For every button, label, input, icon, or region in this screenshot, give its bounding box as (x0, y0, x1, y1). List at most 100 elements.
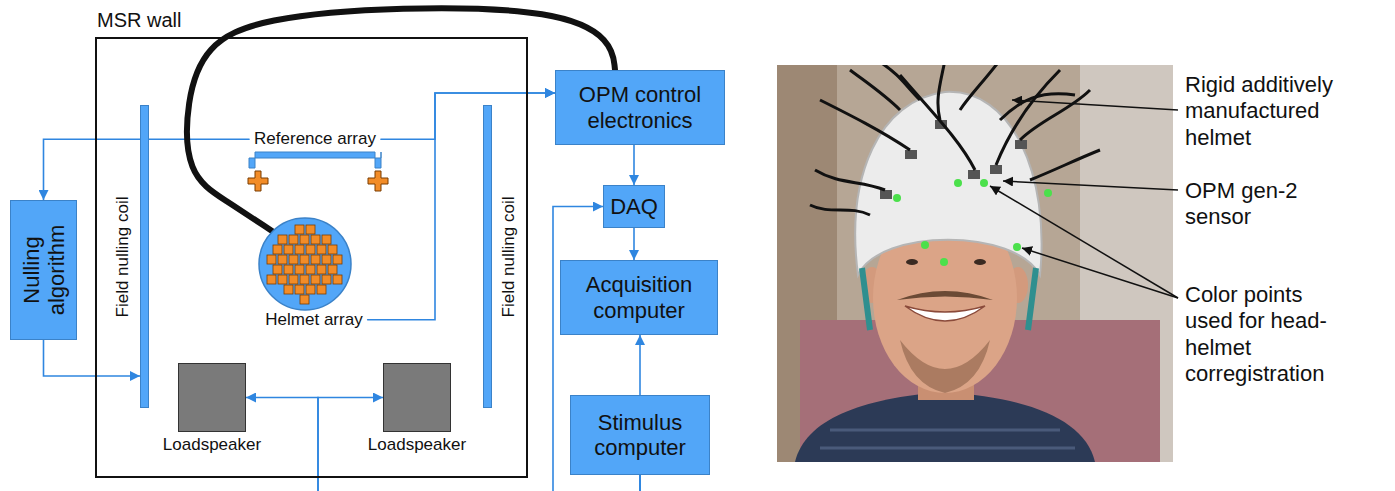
opm-sensor (311, 255, 320, 264)
box-label: DAQ (610, 194, 658, 219)
cable (1030, 150, 1100, 180)
opm-sensor (317, 285, 326, 294)
cable (960, 65, 1000, 110)
opm-sensor (306, 245, 315, 254)
opm-sensor (284, 245, 293, 254)
color-point (980, 179, 988, 187)
coil-bar: Field nulling coil (140, 105, 149, 408)
opm-sensor (284, 265, 293, 274)
color-point (954, 179, 962, 187)
process-box: OPM control electronics (555, 70, 725, 145)
beard (900, 340, 990, 393)
array-label: Helmet array (265, 310, 362, 330)
coil-bar: Field nulling coil (483, 105, 492, 408)
opm-sensor (306, 285, 315, 294)
opm-sensor (278, 255, 287, 264)
color-point (893, 194, 901, 202)
box-label: OPM control electronics (564, 82, 716, 133)
opm-sensor (289, 235, 298, 244)
opm-sensor (328, 245, 337, 254)
cable (938, 65, 945, 120)
bracket-bar (249, 152, 381, 168)
opm-sensor (300, 255, 309, 264)
opm-sensor (311, 275, 320, 284)
opm-sensor (267, 255, 276, 264)
sensor-set (880, 120, 1027, 199)
chin-strap (862, 268, 1036, 330)
photo (777, 65, 1173, 462)
sensor (968, 170, 980, 179)
opm-sensor (317, 265, 326, 274)
helmet-array: Helmet array (252, 218, 376, 330)
cable (850, 70, 900, 110)
leader-line (1012, 100, 1178, 110)
opm-sensor (289, 275, 298, 284)
opm-sensor (306, 225, 315, 234)
opm-sensor (278, 235, 287, 244)
signal-arrow (381, 93, 555, 139)
leader-line (1022, 248, 1178, 298)
reference-sensor (248, 171, 268, 191)
leader-line (1003, 181, 1178, 190)
color-point (1044, 189, 1052, 197)
eye (906, 259, 918, 265)
array-label: Reference array (254, 129, 376, 149)
loudspeaker-box: Loadspeaker (383, 363, 451, 432)
opm-sensor (322, 235, 331, 244)
color-point (921, 241, 929, 249)
eye (974, 259, 986, 265)
sweater (795, 392, 1095, 462)
smile (905, 306, 985, 321)
color-point (1013, 243, 1021, 251)
opm-sensor (295, 265, 304, 274)
opm-sensor (300, 235, 309, 244)
process-box: Acquisition computer (560, 260, 718, 335)
callout-label: OPM gen-2 sensor (1185, 178, 1350, 231)
sensor (905, 150, 917, 159)
color-point-set (893, 179, 1052, 266)
loudspeaker-box: Loadspeaker (178, 363, 246, 432)
cable (1000, 94, 1075, 120)
opm-sensor (289, 255, 298, 264)
opm-sensor (322, 275, 331, 284)
cable (880, 65, 920, 100)
helmet-disc (259, 218, 351, 310)
signal-arrow (633, 145, 635, 185)
process-box: Nulling algorithm (10, 200, 77, 340)
opm-sensor (278, 275, 287, 284)
helmet-drawing (252, 218, 358, 312)
signal-arrow (633, 228, 635, 260)
opm-sensor (300, 295, 309, 304)
box-label: Acquisition computer (569, 272, 709, 323)
opm-sensor (273, 245, 282, 254)
callout-label: Rigid additively manufactured helmet (1185, 72, 1350, 151)
color-point (940, 258, 948, 266)
opm-sensor (273, 265, 282, 274)
process-box: Stimulus computer (570, 395, 710, 475)
backdrop (777, 65, 1173, 462)
box-label: Stimulus computer (579, 410, 701, 461)
room-frame: MSR wallField nulling coilReference arra… (95, 37, 528, 478)
cable (810, 205, 870, 215)
opm-sensor (322, 255, 331, 264)
frame-heading: MSR wall (97, 8, 181, 32)
leader-lines (990, 100, 1178, 298)
helmet-shell (855, 92, 1041, 275)
mustache (897, 291, 993, 300)
opm-sensor (333, 255, 342, 264)
box-label: Nulling algorithm (18, 208, 69, 332)
speaker-label: Loadspeaker (368, 435, 466, 455)
opm-sensor (333, 275, 342, 284)
reference-sensor (368, 171, 388, 191)
signal-arrow (44, 340, 141, 376)
speaker-label: Loadspeaker (163, 435, 261, 455)
leader-line (990, 186, 1178, 298)
coil-label: Field nulling coil (113, 196, 133, 317)
opm-sensor (284, 285, 293, 294)
coil-label: Field nulling coil (499, 196, 519, 317)
cable-bundle (810, 65, 1100, 215)
cable (815, 170, 885, 190)
sweater-stripe (820, 430, 1075, 448)
opm-sensor (300, 275, 309, 284)
